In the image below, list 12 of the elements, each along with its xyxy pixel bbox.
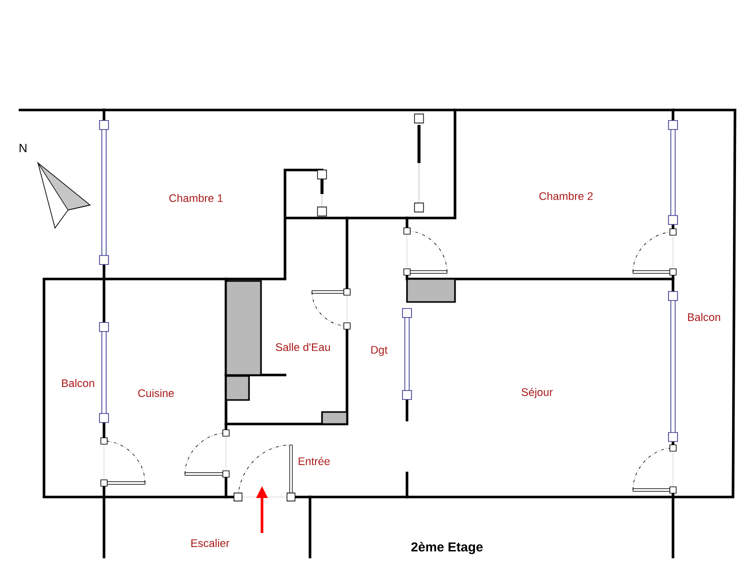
room-label: Escalier xyxy=(191,538,230,548)
room-label: Dgt xyxy=(371,346,388,356)
compass-letter: N xyxy=(20,144,26,152)
room-label: Balcon xyxy=(62,378,94,388)
room-label: Entrée xyxy=(298,456,330,466)
room-label: Chambre 1 xyxy=(169,194,223,202)
room-label: Séjour xyxy=(522,388,553,398)
room-label: Chambre 2 xyxy=(539,192,593,200)
floor-caption: 2ème Etage xyxy=(411,542,483,554)
room-label: Cuisine xyxy=(138,388,174,398)
room-label: Salle d'Eau xyxy=(276,342,330,352)
room-label: Balcon xyxy=(688,312,720,322)
